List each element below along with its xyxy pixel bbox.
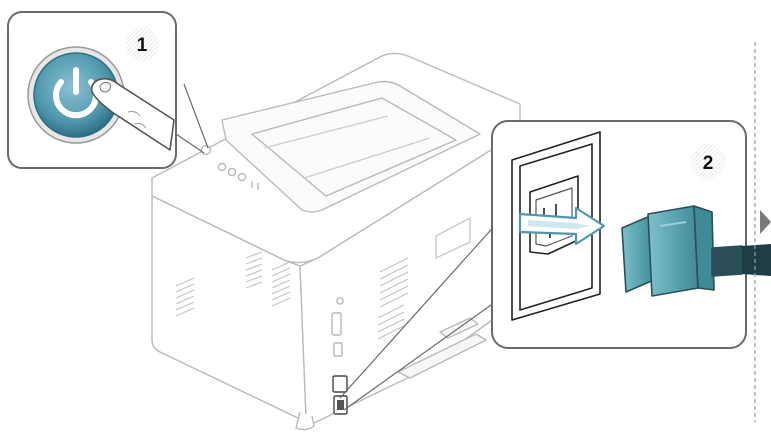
next-arrow-icon	[760, 210, 771, 234]
step-2-badge-bg	[690, 144, 726, 180]
printer-output-tray	[221, 80, 481, 213]
callout-leaders	[175, 83, 499, 411]
printer-power-switch	[332, 375, 348, 393]
printer-power-button	[200, 144, 212, 156]
printer-rear-slot	[397, 333, 487, 379]
printer-usb-port	[331, 312, 342, 336]
step-1-number: 1	[137, 35, 148, 56]
printer-control-buttons	[217, 162, 259, 190]
step-2-number: 2	[703, 153, 714, 174]
pressing-finger-icon	[90, 77, 175, 151]
printer-side-vents	[175, 251, 291, 317]
power-button-icon	[27, 46, 125, 144]
pull-arrow-icon	[518, 206, 606, 246]
printer-illustration	[151, 52, 521, 431]
power-plug-icon	[621, 205, 771, 297]
printer-network-port	[333, 342, 343, 357]
callout-power-button: 1	[7, 11, 177, 169]
callout-unplug-cord: 2	[491, 120, 771, 349]
printer-rear-vents	[377, 257, 409, 340]
step-1-badge-bg	[125, 27, 159, 61]
